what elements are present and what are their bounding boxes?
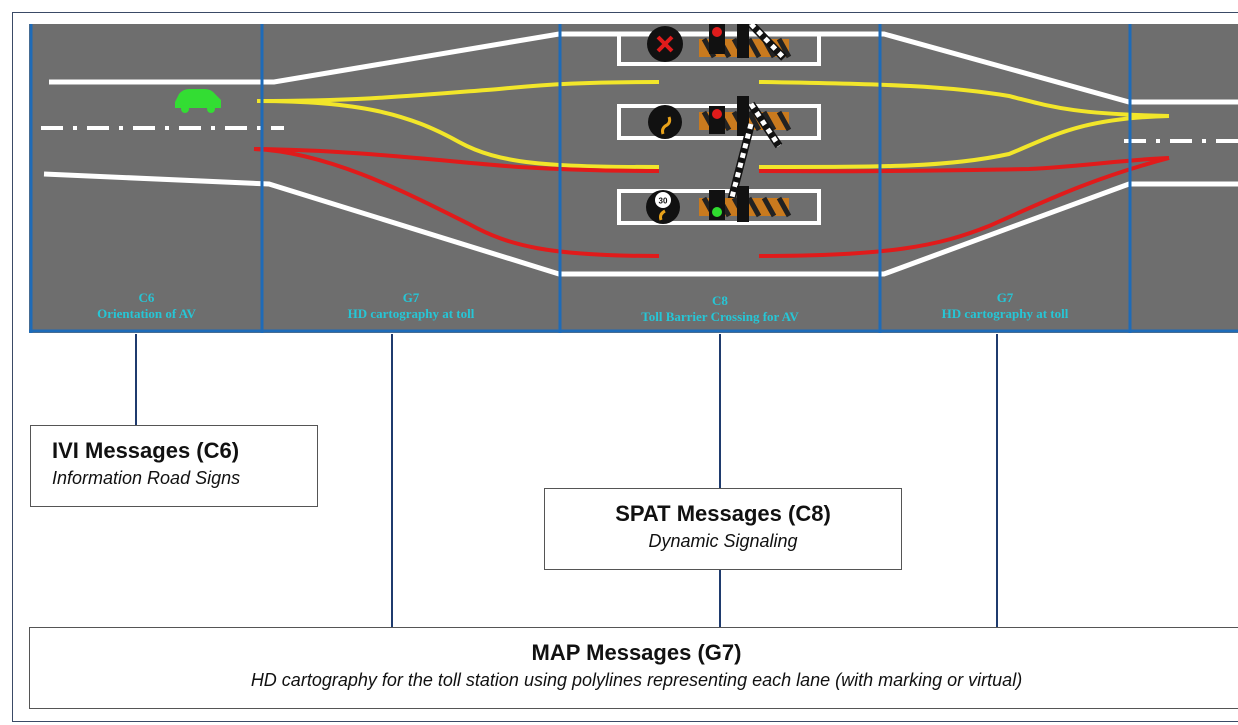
- zone-code: C6: [138, 290, 155, 305]
- connector-ivi: [135, 334, 137, 426]
- map-messages-title: MAP Messages (G7): [531, 640, 742, 665]
- barrier-icon: [737, 24, 749, 58]
- car-icon: [175, 89, 221, 113]
- zone-code: G7: [402, 290, 420, 305]
- connector-map-spat: [719, 570, 721, 628]
- map-messages-subtitle: HD cartography for the toll station usin…: [250, 670, 1023, 690]
- zone-desc: HD cartography at toll: [941, 306, 1069, 321]
- connector-map-g7-right: [996, 334, 998, 628]
- connector-map-g7-left: [391, 334, 393, 628]
- zone-code: G7: [996, 290, 1014, 305]
- ivi-messages-title: IVI Messages (C6): [52, 438, 240, 463]
- spat-messages-box: SPAT Messages (C8) Dynamic Signaling: [544, 488, 902, 570]
- toll-booth-3: 30: [646, 186, 792, 224]
- zone-label-g7-right: G7 HD cartography at toll: [880, 290, 1130, 322]
- spat-messages-subtitle: Dynamic Signaling: [648, 531, 798, 551]
- barrier-icon: [737, 186, 749, 222]
- road-surface: [29, 24, 1238, 333]
- zone-desc: Orientation of AV: [97, 306, 196, 321]
- connector-spat: [719, 334, 721, 489]
- zone-label-c8: C8 Toll Barrier Crossing for AV: [560, 293, 880, 325]
- zone-dividers: [29, 24, 1132, 333]
- ivi-messages-box: IVI Messages (C6) Information Road Signs: [30, 425, 318, 507]
- zone-desc: Toll Barrier Crossing for AV: [641, 309, 799, 324]
- spat-messages-title: SPAT Messages (C8): [615, 501, 831, 526]
- barrier-icon: [737, 96, 749, 136]
- toll-booth-2: [648, 96, 792, 211]
- ivi-messages-subtitle: Information Road Signs: [52, 468, 241, 488]
- red-lane-polylines: [253, 147, 1170, 258]
- zone-label-g7-left: G7 HD cartography at toll: [262, 290, 560, 322]
- toll-booth-1: [647, 24, 792, 62]
- yellow-lane-polylines: [256, 80, 1170, 169]
- map-messages-box: MAP Messages (G7) HD cartography for the…: [29, 627, 1238, 709]
- zone-label-c6: C6 Orientation of AV: [31, 290, 262, 322]
- diagram-frame: [12, 12, 1238, 722]
- speed-sign-text: 30: [659, 197, 668, 206]
- zone-code: C8: [712, 293, 728, 308]
- speed-limit-icon: [648, 105, 682, 139]
- toll-road-scene: 30: [29, 24, 1238, 333]
- road-edge-bottom: [43, 171, 1238, 277]
- zone-desc: HD cartography at toll: [347, 306, 475, 321]
